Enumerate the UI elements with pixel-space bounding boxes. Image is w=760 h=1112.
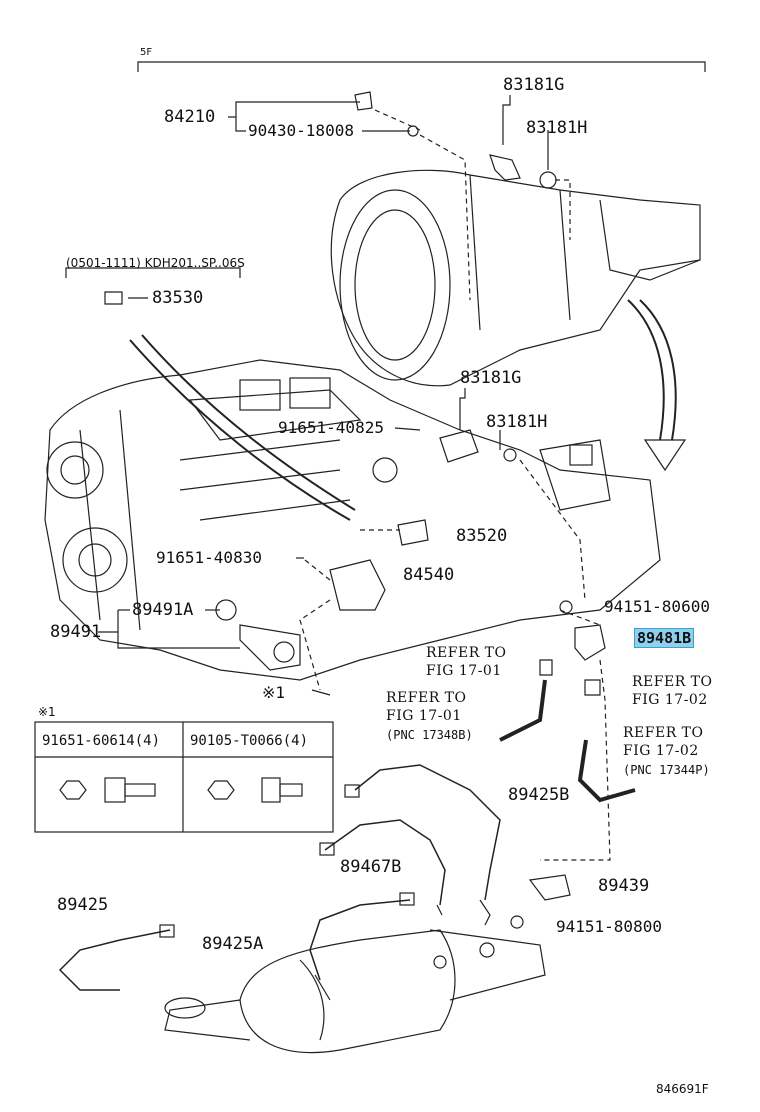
callout-83181h-mid[interactable]: 83181H [486,412,548,432]
section-label: 5F [140,47,153,58]
callout-90430-18008[interactable]: 90430-18008 [248,121,354,140]
ref3-line2[interactable]: FIG 17-01 [386,708,462,724]
callout-89491[interactable]: 89491 [50,622,102,642]
ref4-line2[interactable]: FIG 17-02 [623,743,699,759]
fastener-table-mark: ※1 [38,705,56,719]
callout-94151-80800[interactable]: 94151-80800 [556,917,662,936]
variant-note: (0501-1111) KDH201..SP..06S [66,256,245,270]
callout-84210[interactable]: 84210 [164,107,216,127]
callout-89467b[interactable]: 89467B [340,857,402,877]
callout-89439[interactable]: 89439 [598,876,650,896]
callout-84540[interactable]: 84540 [403,565,455,585]
ref4-line1: REFER TO [623,725,704,741]
callout-89425[interactable]: 89425 [57,895,109,915]
fastener-col-2[interactable]: 90105-T0066(4) [190,733,309,749]
callout-89425b[interactable]: 89425B [508,785,570,805]
callout-94151-80600[interactable]: 94151-80600 [604,597,710,616]
ref3-line1: REFER TO [386,690,467,706]
ref2-line2[interactable]: FIG 17-02 [632,692,708,708]
callout-91651-40825[interactable]: 91651-40825 [278,418,384,437]
ref1-line2[interactable]: FIG 17-01 [426,663,502,679]
callout-89425a[interactable]: 89425A [202,934,264,954]
callout-83530[interactable]: 83530 [152,288,204,308]
callout-89481b-highlighted[interactable]: 89481B [634,628,695,648]
callout-83181g-mid[interactable]: 83181G [460,368,522,388]
callout-83520[interactable]: 83520 [456,526,508,546]
callout-83181h-top[interactable]: 83181H [526,118,588,138]
callout-star1[interactable]: ※1 [262,683,286,702]
diagram-code: 846691F [656,1082,709,1096]
callout-83181g-top[interactable]: 83181G [503,75,565,95]
ref2-line1: REFER TO [632,674,713,690]
ref3-pnc: (PNC 17348B) [386,728,473,742]
fastener-col-1[interactable]: 91651-60614(4) [42,733,161,749]
callout-89491a[interactable]: 89491A [132,600,194,620]
ref4-pnc: (PNC 17344P) [623,763,710,777]
ref1-line1: REFER TO [426,645,507,661]
callout-91651-40830[interactable]: 91651-40830 [156,548,262,567]
